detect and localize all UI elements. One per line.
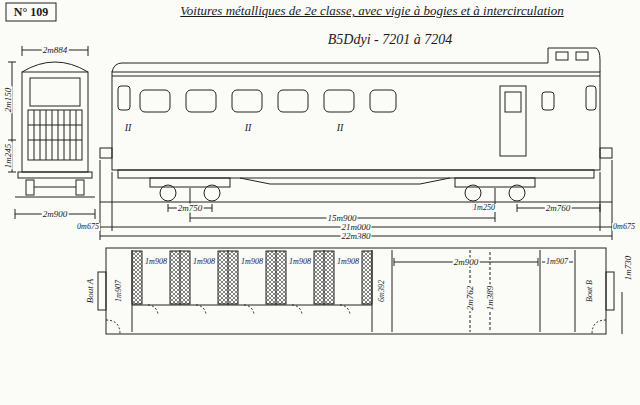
end-name: 1m730: [624, 255, 633, 282]
dimension-label: 2m900: [453, 258, 480, 267]
dimension-label: 2m750: [177, 204, 204, 213]
dimension-label: 1m245: [4, 143, 13, 170]
dimension-label: 2m900: [42, 210, 69, 219]
dimension-label: 2m150: [4, 87, 13, 114]
dimension-label: Bout B: [586, 279, 594, 303]
dimension-label: 1m908: [240, 258, 264, 266]
dimension-label: 1m907: [545, 258, 569, 266]
dimension-label: 15m900: [327, 214, 358, 223]
dimension-label: 22m380: [341, 232, 372, 241]
plan-view: [98, 248, 622, 334]
dimension-label: 6m392: [378, 279, 386, 303]
dimension-label: 1m908: [144, 258, 168, 266]
series-designation: B5Ddyi - 7201 à 7204: [327, 33, 453, 47]
drawing-title: Voitures métalliques de 2e classe, avec …: [112, 4, 632, 18]
dimension-label: 1m908: [336, 258, 360, 266]
class-mark: II: [244, 123, 253, 133]
dimension-label: 1m250: [472, 204, 496, 212]
end-view: [8, 46, 95, 219]
dimension-label: 21m000: [341, 223, 372, 232]
dimension-label: 2m762: [466, 285, 475, 312]
dimension-label: 2m884: [42, 46, 69, 55]
number-frame: [6, 3, 56, 21]
dimension-label: 1m908: [192, 258, 216, 266]
end-name: Bout A: [86, 278, 95, 305]
dimension-label: 2m760: [545, 204, 572, 213]
dimension-label: 1m389: [486, 285, 495, 312]
dimension-label: 1m908: [288, 258, 312, 266]
dimension-label: 0m675: [612, 223, 636, 231]
dimension-label: 0m675: [76, 223, 100, 231]
class-mark: II: [124, 123, 133, 133]
sheet-number: N° 109: [13, 6, 49, 18]
side-view: [100, 48, 612, 240]
dimension-label: 1m907: [115, 279, 123, 303]
class-mark: II: [336, 123, 345, 133]
